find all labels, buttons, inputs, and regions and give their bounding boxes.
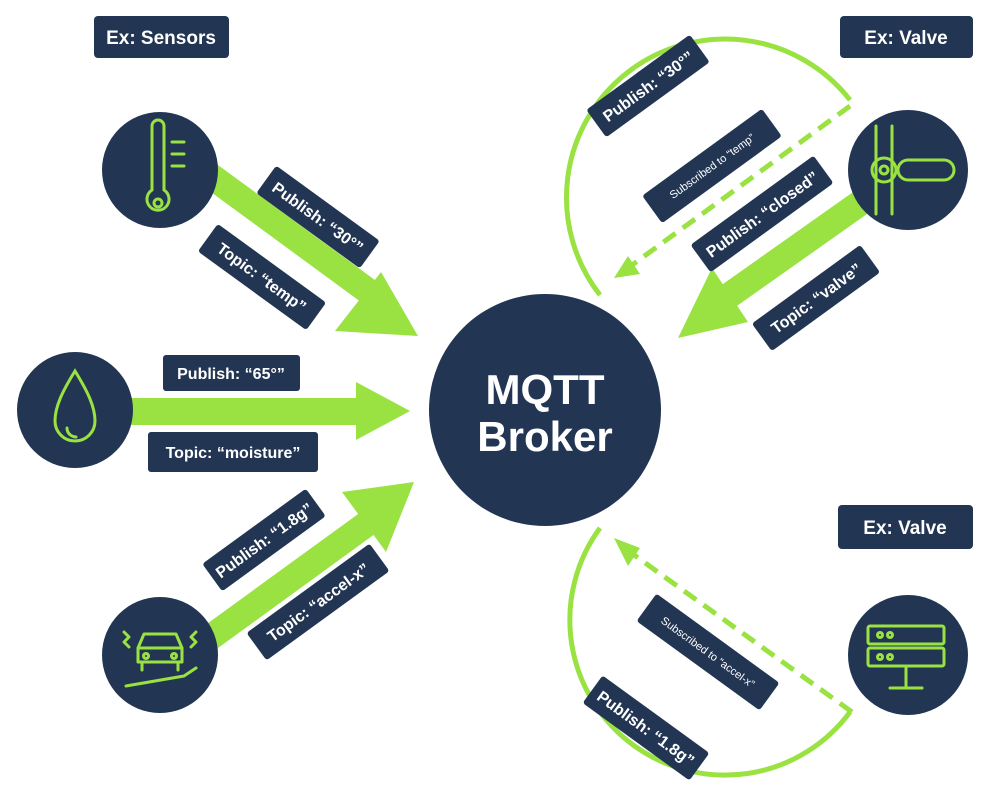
thermometer-icon — [145, 118, 186, 212]
moisture-device — [17, 352, 133, 468]
label-valve-subscription-text: Subscribed to “temp” — [668, 132, 758, 202]
server-icon — [866, 624, 946, 690]
car-device — [102, 597, 218, 713]
label-moisture-publish: Publish: “65°” — [163, 355, 300, 391]
header-valve-top: Ex: Valve — [840, 16, 973, 58]
header-valve-bottom: Ex: Valve — [838, 505, 973, 549]
label-server-received-text: Publish: “1.8g” — [593, 688, 696, 770]
arrow-valve-to-broker — [678, 185, 878, 338]
valve-device — [848, 110, 968, 230]
label-valve-received: Publish: “30°” — [587, 35, 709, 137]
thermometer-device — [102, 112, 218, 228]
header-sensors: Ex: Sensors — [94, 16, 229, 58]
arrow-thermometer-to-broker — [192, 157, 418, 336]
valve-icon — [870, 124, 956, 216]
arrow-car-to-broker — [192, 482, 414, 656]
subscription-arc-bottom — [567, 526, 854, 778]
label-server-subscription-text: Subscribed to “accel-x” — [658, 615, 756, 691]
broker-title-line2: Broker — [477, 413, 612, 460]
broker-title-line1: MQTT — [486, 366, 605, 413]
server-device — [848, 595, 968, 715]
header-sensors-label: Ex: Sensors — [106, 28, 216, 49]
header-valve-top-label: Ex: Valve — [864, 28, 947, 49]
header-valve-bottom-label: Ex: Valve — [863, 518, 946, 539]
label-moisture-topic-text: Topic: “moisture” — [166, 445, 301, 462]
label-moisture-topic: Topic: “moisture” — [148, 432, 318, 472]
subscription-arc-top — [563, 36, 852, 297]
arrow-moisture-to-broker — [130, 382, 410, 440]
car-skid-icon — [122, 630, 198, 688]
water-drop-icon — [53, 368, 97, 443]
label-moisture-publish-text: Publish: “65°” — [177, 366, 285, 383]
label-server-received: Publish: “1.8g” — [583, 676, 709, 780]
mqtt-broker: MQTT Broker — [429, 294, 661, 526]
